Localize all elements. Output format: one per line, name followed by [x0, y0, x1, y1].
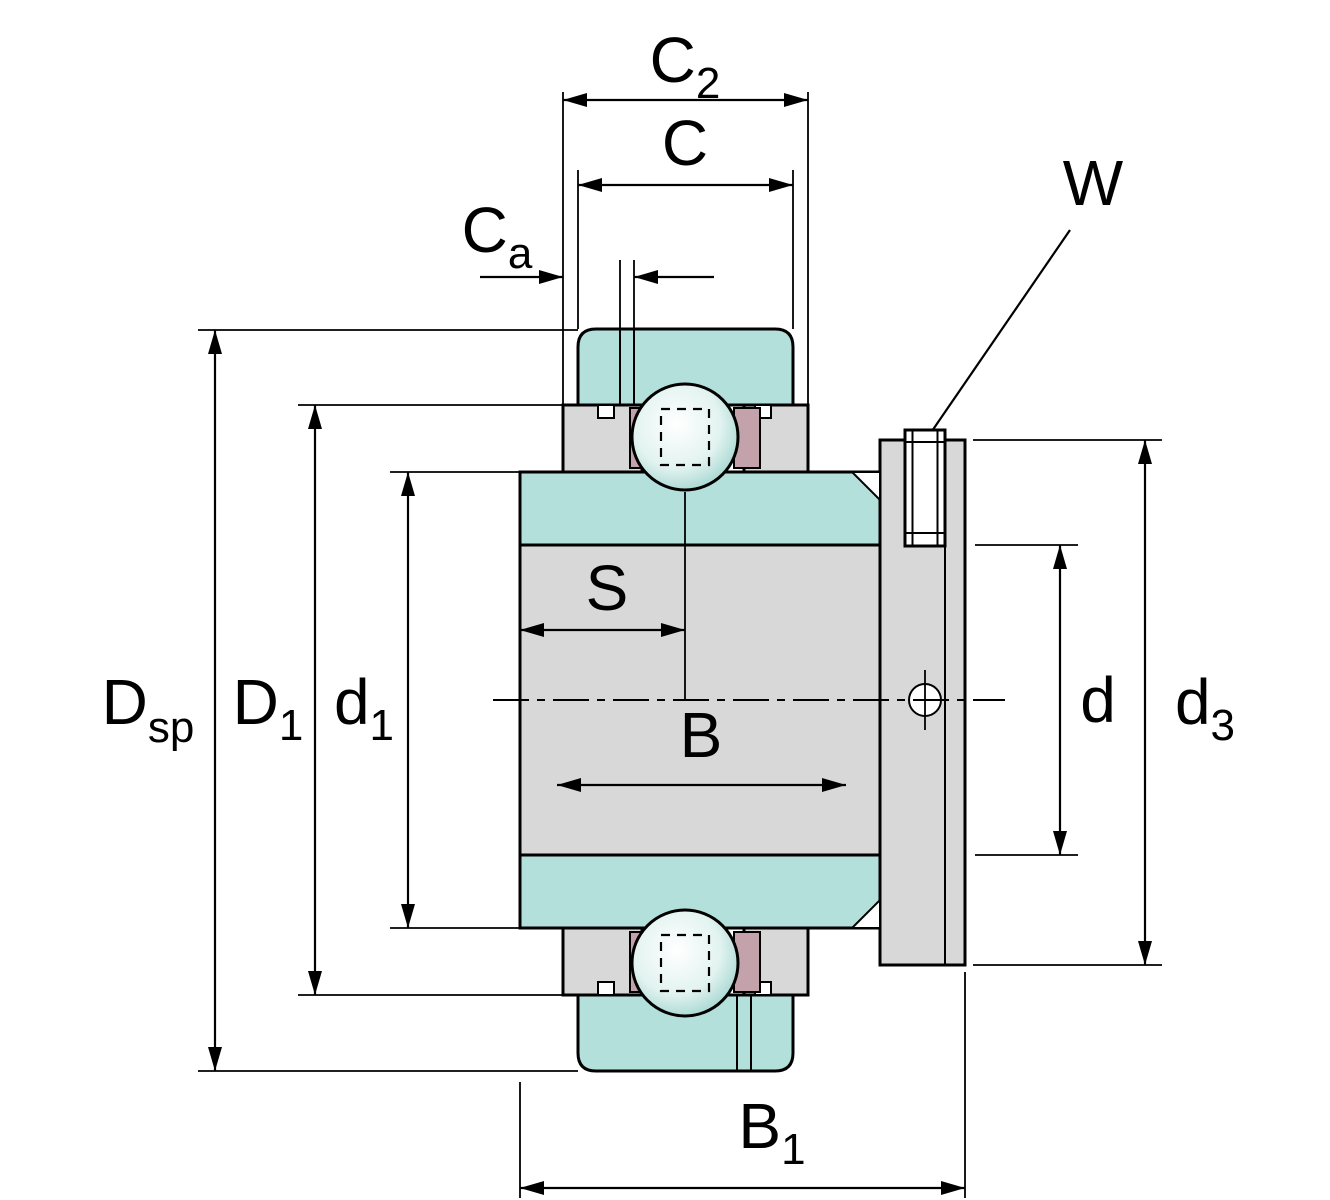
- d1-label: d1: [334, 666, 394, 750]
- dimension-b: B: [557, 699, 846, 792]
- outer-ring-upper-cap: [576, 327, 795, 407]
- w-label: W: [1063, 147, 1124, 219]
- w-leader-line: [931, 229, 1071, 432]
- dimension-c2: C2: [562, 24, 809, 405]
- ca-label: Ca: [462, 194, 533, 278]
- b1-label: B1: [738, 1090, 805, 1174]
- s-label: S: [586, 552, 629, 624]
- dimension-d3: d3: [973, 439, 1235, 966]
- dimension-D1: D1: [233, 404, 563, 996]
- lower-seal-step-left: [597, 981, 615, 996]
- dimension-ca: Ca: [462, 194, 714, 329]
- lower-ball-cage-pocket: [659, 933, 711, 993]
- c2-label: C2: [650, 24, 721, 108]
- dimension-w: W: [931, 147, 1124, 432]
- upper-ball: [630, 382, 740, 492]
- d-label: d: [1080, 664, 1116, 736]
- dimension-d: d: [975, 544, 1116, 856]
- c-label: C: [662, 107, 708, 179]
- D1-label: D1: [233, 666, 304, 750]
- dimension-c: C: [577, 107, 794, 329]
- bearing-cross-section: [493, 327, 1005, 1073]
- dimension-d1: d1: [334, 471, 520, 929]
- dimension-dsp: Dsp: [102, 329, 578, 1072]
- upper-flange-notch: [849, 471, 881, 503]
- d3-label: d3: [1175, 666, 1235, 750]
- lower-flange-notch: [849, 897, 881, 929]
- dimension-b1: B1: [519, 972, 966, 1198]
- b-label: B: [680, 699, 723, 771]
- set-screw-body: [903, 428, 947, 548]
- upper-ball-cage-pocket: [659, 407, 711, 467]
- upper-seal-step-left: [597, 404, 615, 419]
- outer-ring-lower-cap: [576, 993, 795, 1073]
- set-screw: [903, 428, 947, 548]
- dimension-s: S: [520, 552, 685, 637]
- dimensions: C2 C Ca W Dsp: [102, 24, 1235, 1198]
- dsp-label: Dsp: [102, 666, 195, 752]
- lower-ball: [630, 908, 740, 1018]
